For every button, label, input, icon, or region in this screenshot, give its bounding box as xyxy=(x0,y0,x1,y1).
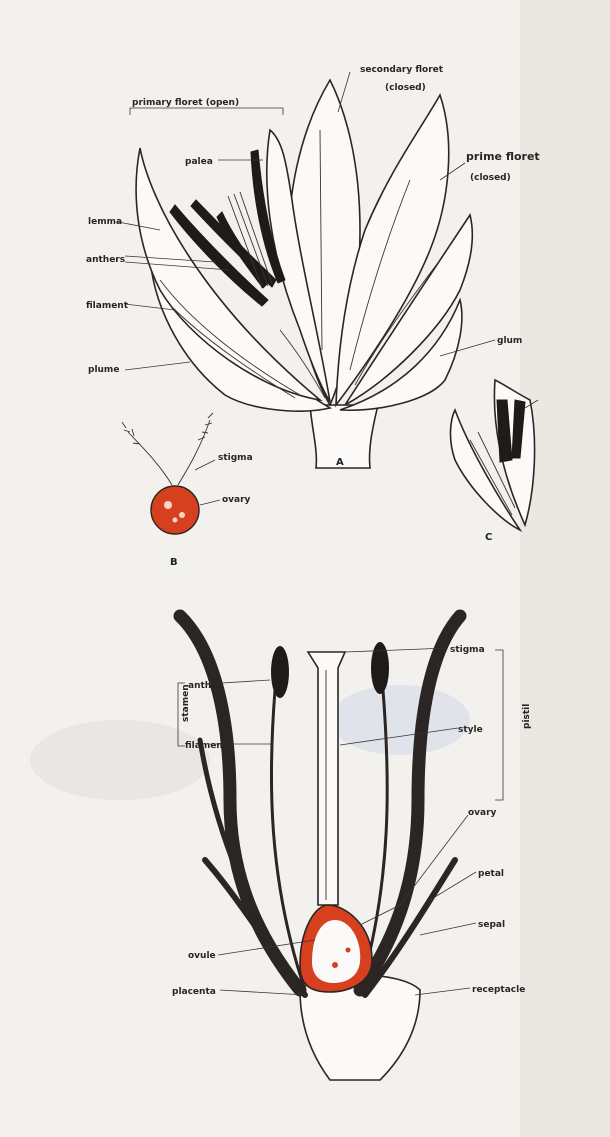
label-stigma-d: stigma xyxy=(450,645,485,655)
label-sepal: sepal xyxy=(478,920,505,930)
label-anther-d: anther xyxy=(188,681,222,691)
label-receptacle: receptacle xyxy=(472,985,525,995)
label-letter-a: A xyxy=(336,457,344,468)
label-secondary-closed: (closed) xyxy=(385,83,426,93)
label-letter-c: C xyxy=(485,532,492,543)
label-primary-floret-closed: prime floret xyxy=(466,150,540,163)
label-filament-a: filament xyxy=(86,301,129,311)
label-plume: plume xyxy=(88,365,119,375)
label-letter-b: B xyxy=(170,557,178,568)
label-stamen: stamen xyxy=(181,684,191,722)
label-palea: palea xyxy=(185,157,213,167)
label-secondary-floret: secondary floret xyxy=(360,65,444,75)
label-stigma-b: stigma xyxy=(218,453,253,463)
label-glum: glum xyxy=(497,336,522,346)
label-petal: petal xyxy=(478,869,504,879)
label-primary-closed: (closed) xyxy=(470,173,511,183)
label-anthers: anthers xyxy=(86,255,125,265)
label-pistil: pistil xyxy=(522,704,532,729)
label-style: style xyxy=(458,725,483,735)
label-ovary-b: ovary xyxy=(222,495,251,505)
label-ovary-d: ovary xyxy=(468,808,497,818)
label-placenta: placenta xyxy=(172,987,216,997)
label-filament-d: filament xyxy=(185,741,228,751)
label-primary-floret-open: primary floret (open) xyxy=(132,98,239,108)
label-lemma: lemma xyxy=(88,217,122,227)
label-ovule: ovule xyxy=(188,951,216,961)
